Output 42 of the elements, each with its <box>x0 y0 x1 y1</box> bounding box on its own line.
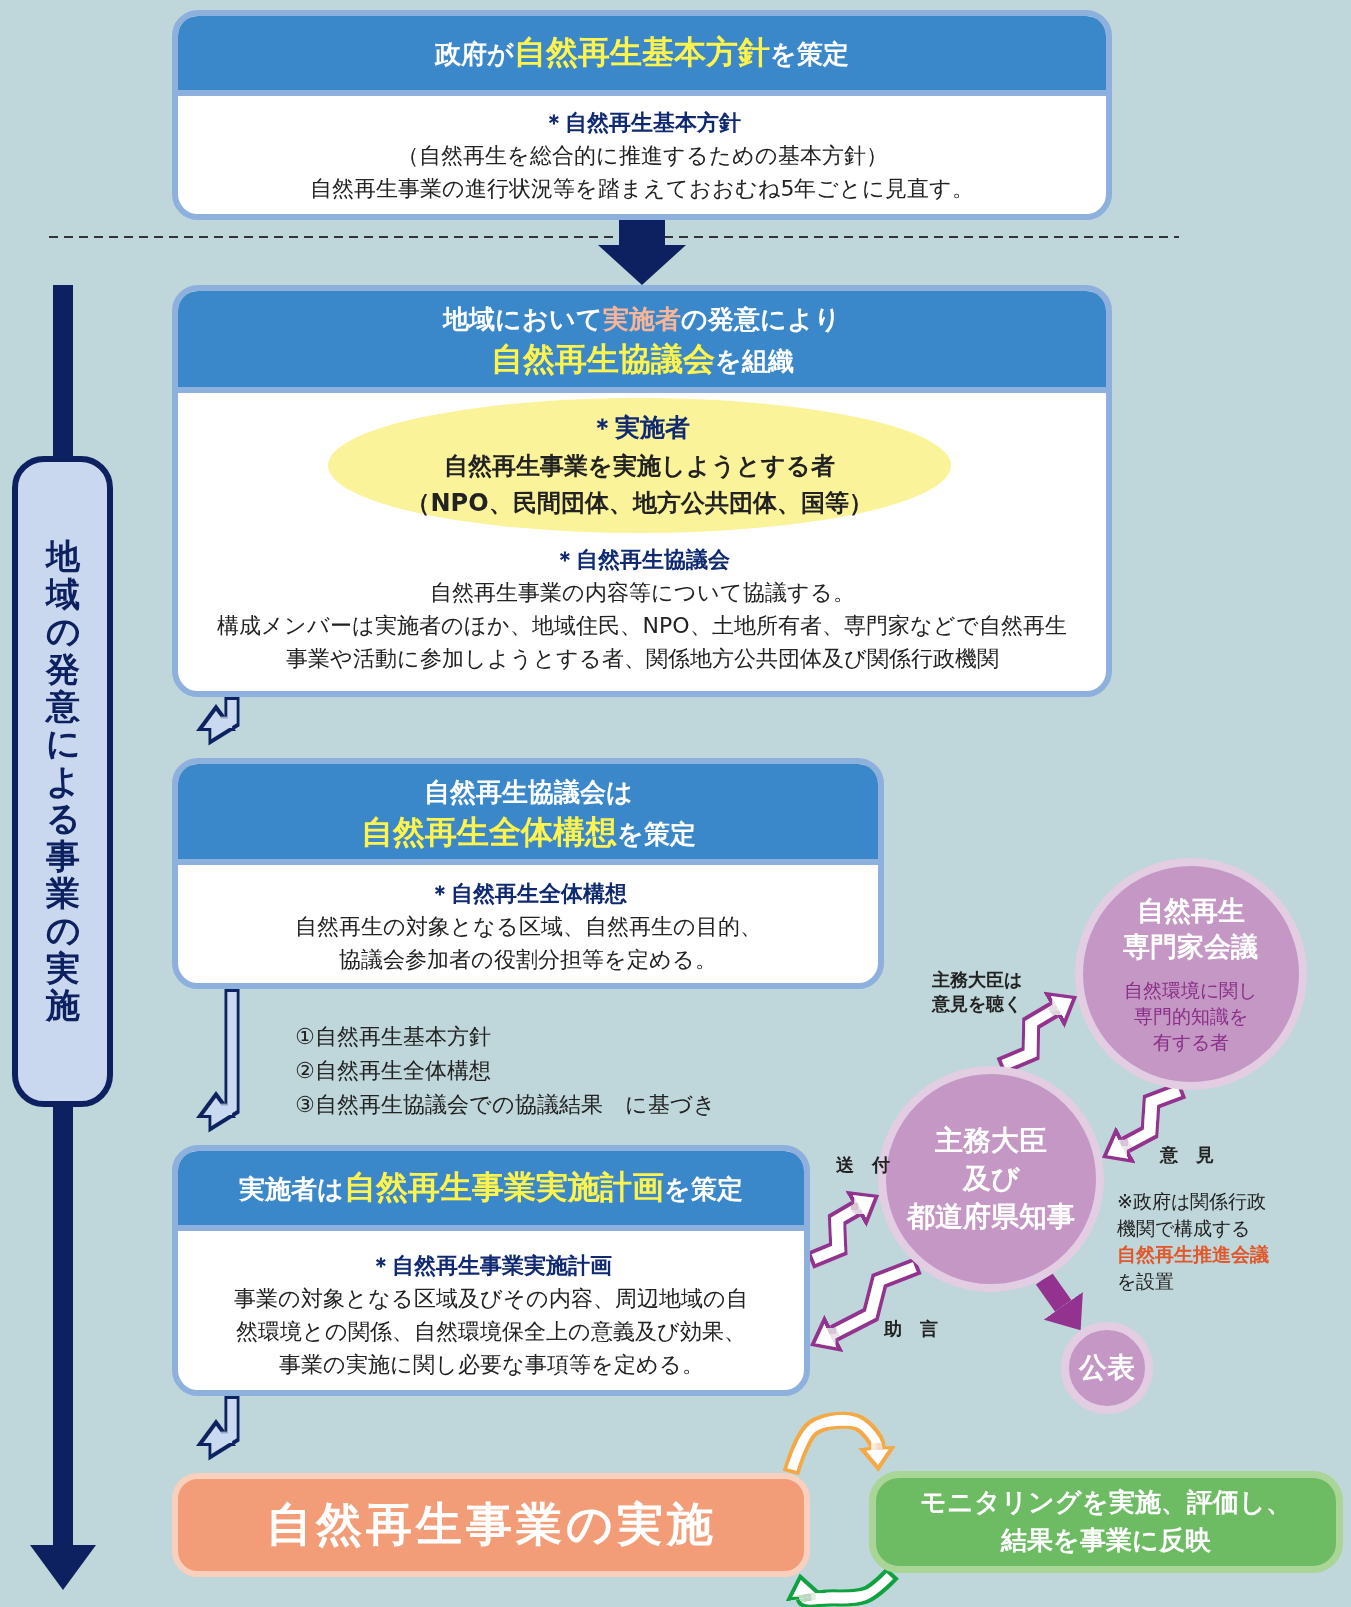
edge-label: 送付 <box>836 1153 908 1177</box>
process-box <box>172 758 884 989</box>
body-text: 事業の対象となる区域及びその内容、周辺地域の自然環境との関係、自然環境保全上の意義及び効果、事業の実施に関し必要な事項等を定める。 <box>233 1285 749 1379</box>
subheading: ＊実施者 <box>589 411 690 444</box>
subheading: ＊自然再生協議会 <box>553 546 731 574</box>
list-item: ③自然再生協議会での協議結果 に基づき <box>295 1091 716 1119</box>
body-text: 自然再生事業の進行状況等を踏まえておおむね5年ごとに見直す。 <box>308 175 976 203</box>
box-text: 自然再生事業の実施 <box>265 1496 717 1553</box>
box-text: モニタリングを実施、評価し、結果を事業に反映 <box>919 1486 1293 1557</box>
vertical-text: 地域の発意による事業の実施 <box>45 538 80 1025</box>
arrow <box>196 989 240 1133</box>
arrow <box>196 697 240 746</box>
edge-label: 主務大臣は意見を聴く <box>932 968 1023 1017</box>
list-item: ①自然再生基本方針 <box>295 1023 491 1051</box>
note-text: ※政府は関係行政機関で構成する自然再生推進会議を設置 <box>1117 1189 1270 1294</box>
body-text: 自然再生事業を実施しようとする者（NPO、民間団体、地方公共団体、国等） <box>405 450 874 519</box>
subheading: ＊自然再生全体構想 <box>428 880 628 908</box>
process-box <box>172 1145 810 1396</box>
body-text: 構成メンバーは実施者のほか、地域住民、NPO、土地所有者、専門家などで自然再生事業や活動に参加しようとする者、関係地方公共団体及び関係行政機関 <box>217 612 1067 673</box>
box-heading: 政府が自然再生基本方針を策定 <box>178 16 1106 96</box>
box-heading: 地域において実施者の発意により自然再生協議会を組織 <box>178 291 1106 393</box>
process-box <box>172 10 1112 220</box>
body-text: 自然再生事業の内容等について協議する。 <box>428 579 856 607</box>
arrow <box>1035 1273 1083 1331</box>
circle-title: 公表 <box>1077 1350 1136 1386</box>
box-heading: 自然再生協議会は自然再生全体構想を策定 <box>178 764 878 865</box>
cycle-arrow <box>785 1567 899 1607</box>
result-box <box>172 1473 810 1577</box>
body-text: （自然再生を総合的に推進するための基本方針） <box>395 142 889 170</box>
edge-label: 助言 <box>884 1317 956 1341</box>
edge-label: 意見 <box>1160 1143 1232 1167</box>
process-box <box>172 285 1112 697</box>
box-heading: 実施者は自然再生事業実施計画を策定 <box>178 1151 804 1231</box>
circle-text: 自然環境に関し専門的知識を有する者 <box>1123 978 1259 1055</box>
circle-title: 自然再生専門家会議 <box>1122 894 1260 964</box>
list-item: ②自然再生全体構想 <box>295 1057 491 1085</box>
arrow <box>196 1396 240 1461</box>
body-text: 自然再生の対象となる区域、自然再生の目的、協議会参加者の役割分担等を定める。 <box>293 913 763 974</box>
process-box <box>869 1471 1343 1573</box>
subheading: ＊自然再生基本方針 <box>542 109 742 137</box>
circle-title: 主務大臣及び都道府県知事 <box>906 1123 1076 1235</box>
subheading: ＊自然再生事業実施計画 <box>369 1252 613 1280</box>
